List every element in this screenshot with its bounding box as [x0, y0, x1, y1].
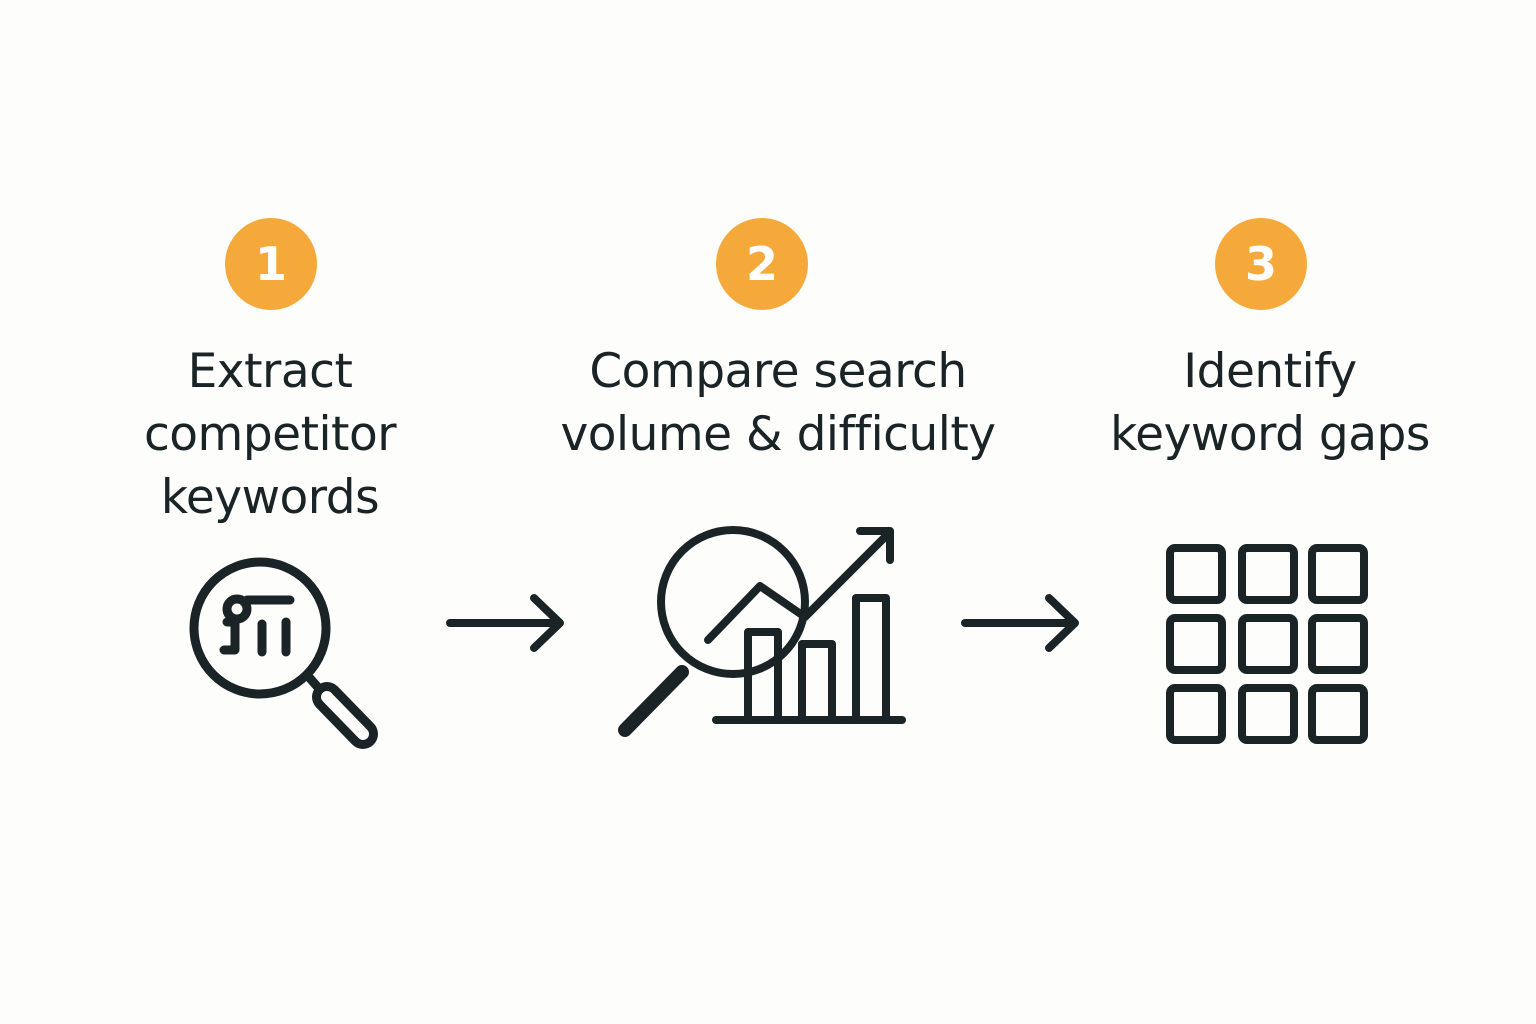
step-3-title-line-1: Identify	[1183, 344, 1357, 399]
step-1-title-line-2: competitor	[143, 407, 397, 462]
step-1-number: 1	[254, 237, 287, 291]
step-1-title: Extract competitor keywords	[10, 340, 530, 529]
step-3-title: Identify keyword gaps	[1010, 340, 1530, 466]
step-1-number-badge: 1	[225, 218, 317, 310]
step-2-number: 2	[745, 237, 778, 291]
step-3-number: 3	[1244, 237, 1277, 291]
step-3-title-line-2: keyword gaps	[1110, 407, 1430, 462]
step-3-number-badge: 3	[1215, 218, 1307, 310]
step-1-title-line-3: keywords	[160, 470, 380, 525]
step-2-title-line-2: volume & difficulty	[560, 407, 996, 462]
magnifier-chart-icon	[189, 557, 378, 749]
grid-icon	[1166, 544, 1368, 744]
step-2-title-line-1: Compare search	[589, 344, 967, 399]
arrow-right-icon	[961, 594, 1079, 652]
step-2-number-badge: 2	[716, 218, 808, 310]
arrow-right-icon	[446, 594, 564, 652]
step-2-title: Compare search volume & difficulty	[518, 340, 1038, 466]
step-1-title-line-1: Extract	[187, 344, 353, 399]
magnifier-trend-bar-chart-icon	[618, 526, 906, 737]
